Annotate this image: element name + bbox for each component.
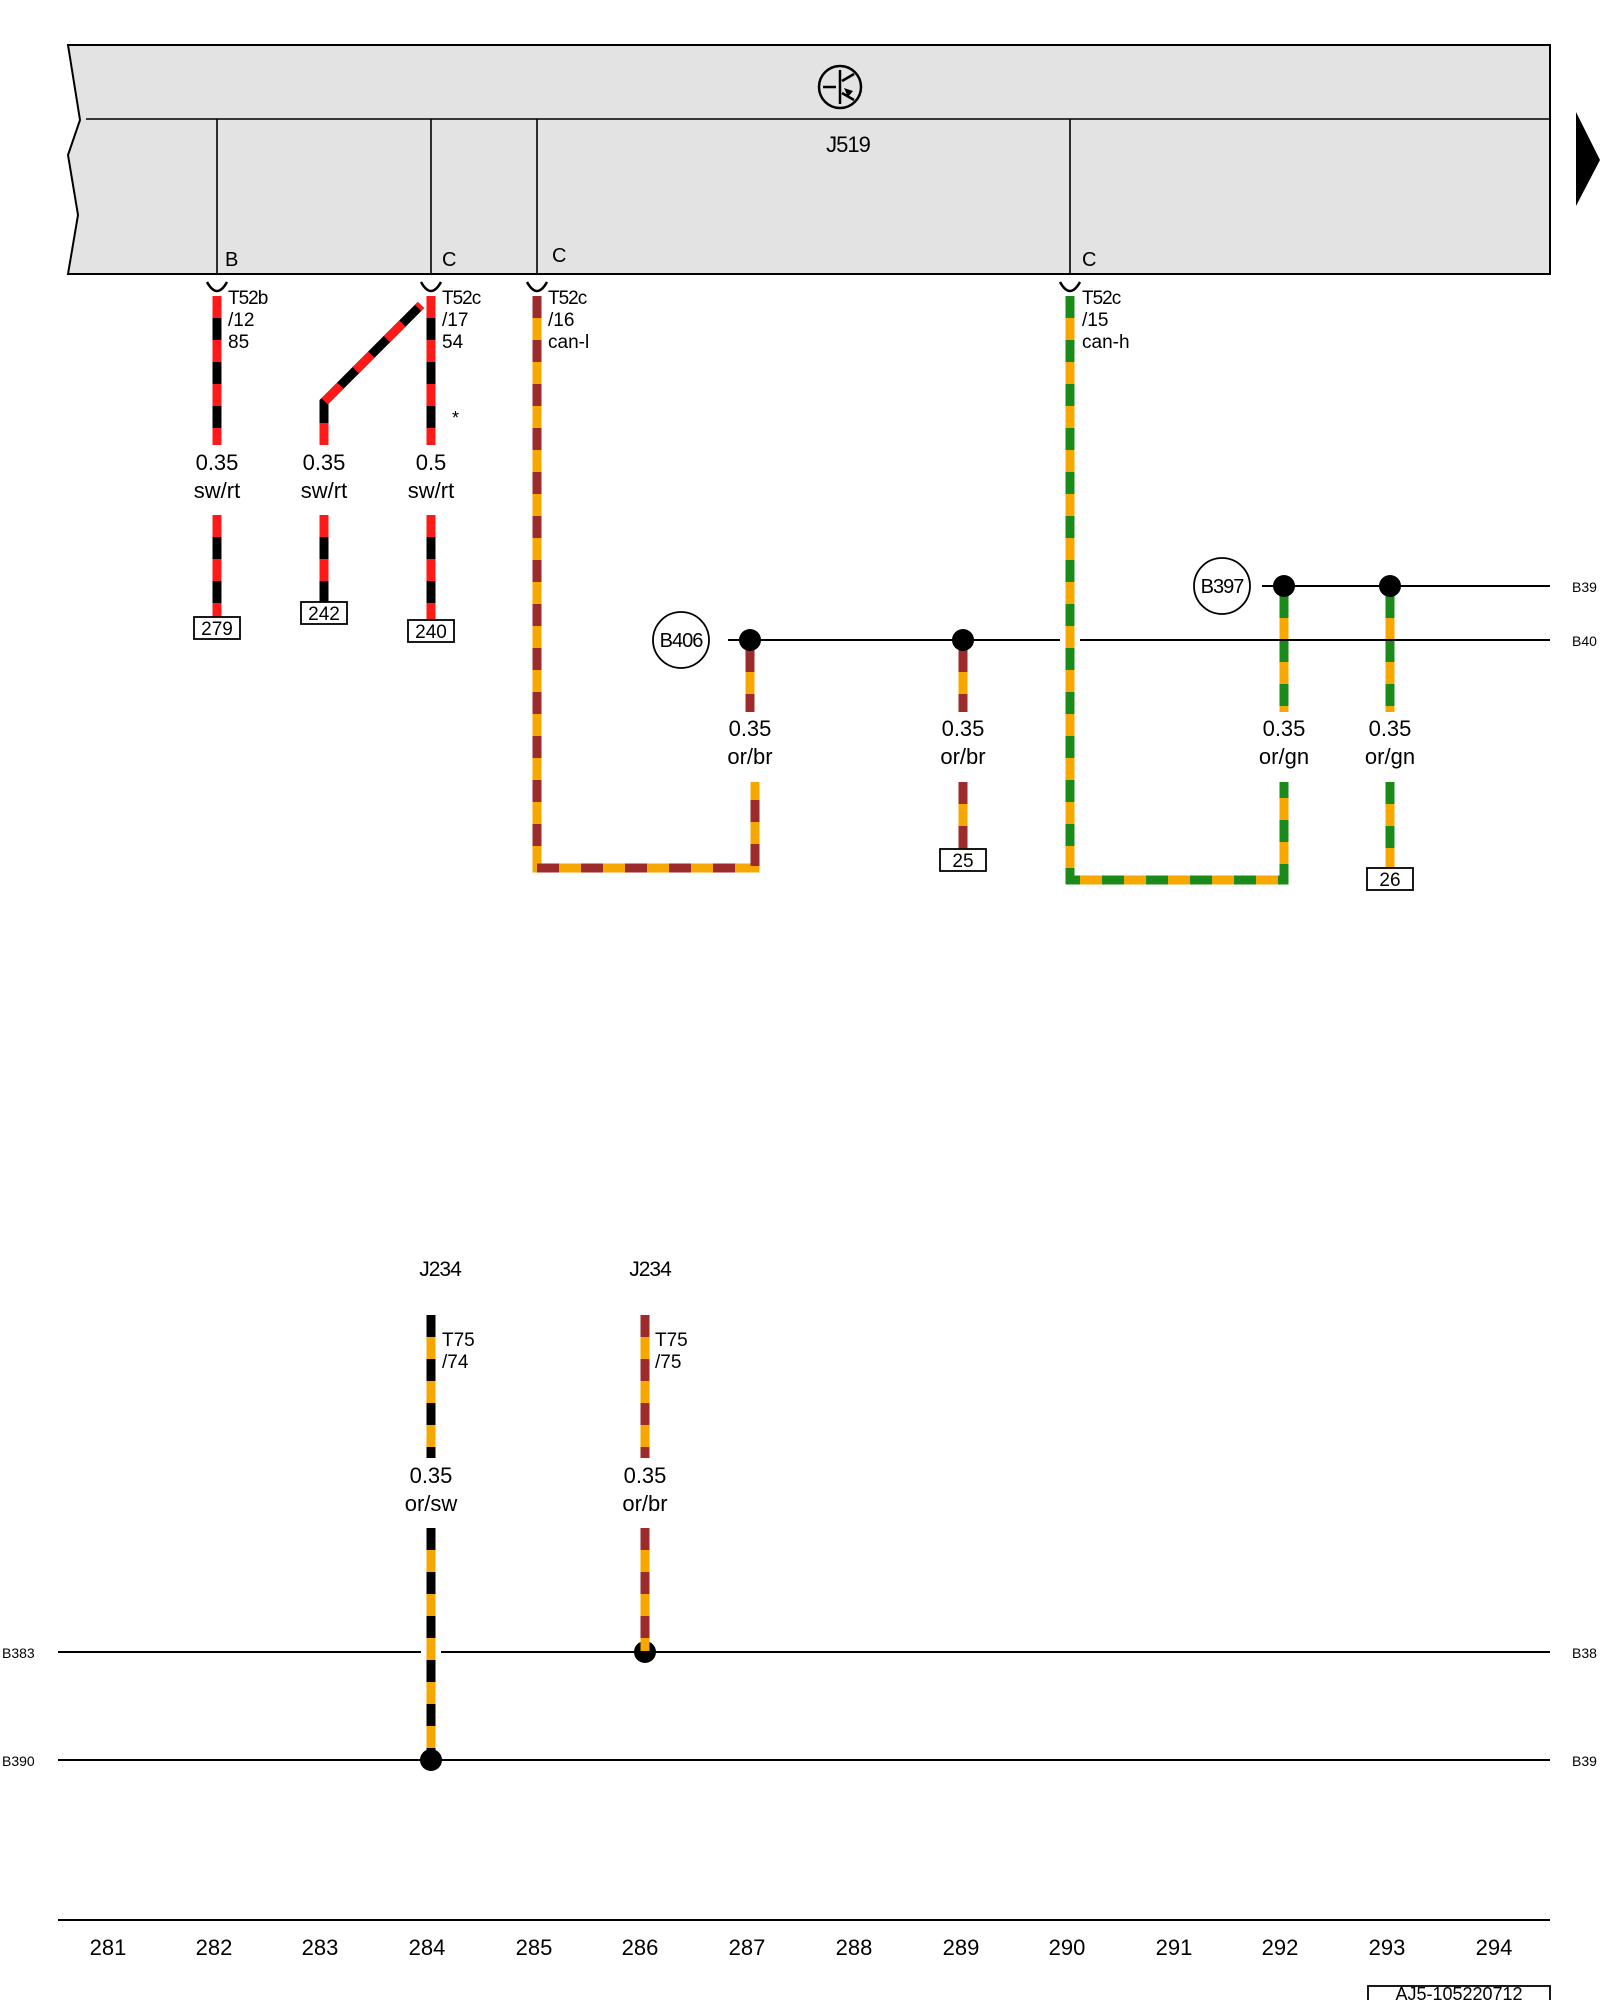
wire-gauge: 0.35 bbox=[1369, 716, 1412, 741]
scale-number: 289 bbox=[943, 1935, 980, 1960]
bus-lines bbox=[728, 585, 1550, 641]
wire-gauge: 0.35 bbox=[729, 716, 772, 741]
scale-number: 287 bbox=[729, 1935, 766, 1960]
wire-gauge: 0.35 bbox=[624, 1463, 667, 1488]
connector-pin: /75 bbox=[655, 1352, 681, 1373]
bus-edge-label: B39 bbox=[1572, 579, 1597, 595]
pin-symbol-icon bbox=[525, 281, 549, 293]
connector-id: T52c bbox=[1082, 288, 1121, 309]
scale-number: 281 bbox=[90, 1935, 127, 1960]
wire-gauge: 0.35 bbox=[1263, 716, 1306, 741]
scale-number: 286 bbox=[622, 1935, 659, 1960]
wire-gauge: 0.35 bbox=[303, 450, 346, 475]
connector-term: 85 bbox=[228, 332, 249, 353]
scale-numbers: 281 282 283 284 285 286 287 288 289 290 … bbox=[90, 1935, 1513, 1960]
wire-color: or/br bbox=[622, 1491, 667, 1516]
pin-symbol-icon bbox=[419, 281, 443, 293]
ref-box-label: 279 bbox=[201, 619, 233, 640]
pin-symbol-icon bbox=[205, 281, 229, 293]
wire-can-h bbox=[1065, 296, 1289, 885]
wire-color: sw/rt bbox=[194, 478, 240, 503]
bus-edge-label: B390 bbox=[2, 1753, 35, 1769]
wire-color: or/sw bbox=[405, 1491, 458, 1516]
bus-edge-label: B38 bbox=[1572, 1645, 1597, 1661]
module-j519: J519 bbox=[66, 44, 1600, 275]
connector-term: 54 bbox=[442, 332, 464, 353]
scale-number: 293 bbox=[1369, 1935, 1406, 1960]
ecu-symbol-icon bbox=[817, 64, 863, 110]
connector-id: T52b bbox=[228, 288, 268, 309]
component-label: J234 bbox=[419, 1258, 462, 1281]
scale-number: 288 bbox=[836, 1935, 873, 1960]
connector-pin: /17 bbox=[442, 310, 468, 331]
lower-bus-lines bbox=[58, 1651, 1550, 1761]
connector-id: T52c bbox=[442, 288, 481, 309]
connector-pin: /15 bbox=[1082, 310, 1108, 331]
wire-gauge: 0.35 bbox=[942, 716, 985, 741]
wire-note: * bbox=[452, 408, 459, 428]
splice-b406: B406 bbox=[652, 611, 710, 669]
junction-dots bbox=[420, 575, 1401, 1771]
module-box bbox=[66, 44, 1551, 275]
scale-number: 285 bbox=[516, 1935, 553, 1960]
pin-symbol-icon bbox=[1058, 281, 1082, 293]
lower-wire-labels: 0.35 or/sw 0.35 or/br bbox=[405, 1463, 668, 1516]
scale-number: 290 bbox=[1049, 1935, 1086, 1960]
splice-label: B397 bbox=[1201, 576, 1245, 598]
wire-color: sw/rt bbox=[408, 478, 454, 503]
lower-connector-labels: T75 /74 T75 /75 bbox=[442, 1330, 688, 1373]
scale-number: 294 bbox=[1476, 1935, 1513, 1960]
wire-gauge: 0.35 bbox=[410, 1463, 453, 1488]
top-wires bbox=[212, 296, 1395, 885]
connector-pin: /16 bbox=[548, 310, 574, 331]
wire-color: or/br bbox=[727, 744, 772, 769]
doc-id: AJ5-105220712 bbox=[1395, 1984, 1522, 2000]
ref-box-label: 242 bbox=[308, 604, 340, 625]
scale-number: 283 bbox=[302, 1935, 339, 1960]
bus-edge-label: B40 bbox=[1572, 633, 1597, 649]
wire-gauge: 0.35 bbox=[196, 450, 239, 475]
scale-number: 292 bbox=[1262, 1935, 1299, 1960]
ref-box-label: 25 bbox=[952, 851, 973, 872]
connector-term: can-l bbox=[548, 332, 589, 353]
module-name: J519 bbox=[826, 132, 870, 157]
ref-box-label: 26 bbox=[1379, 870, 1400, 891]
reference-boxes: 279 242 240 25 26 bbox=[193, 601, 1414, 891]
scale-number: 284 bbox=[409, 1935, 446, 1960]
wire-color: or/gn bbox=[1365, 744, 1415, 769]
module-internal-lines bbox=[216, 119, 1071, 274]
bus-edge-label: B39 bbox=[1572, 1753, 1597, 1769]
component-label: J234 bbox=[629, 1258, 672, 1281]
pin-letter: C bbox=[1082, 249, 1096, 271]
connector-pin: /12 bbox=[228, 310, 254, 331]
wire-283 bbox=[319, 301, 425, 604]
wire-color: sw/rt bbox=[301, 478, 347, 503]
connector-id: T52c bbox=[548, 288, 587, 309]
connector-term: can-h bbox=[1082, 332, 1130, 353]
wire-can-l bbox=[532, 296, 760, 873]
scale-number: 291 bbox=[1156, 1935, 1193, 1960]
connector-pin: /74 bbox=[442, 1352, 469, 1373]
splice-b397: B397 bbox=[1193, 557, 1251, 615]
wire-labels: 0.35 sw/rt 0.35 sw/rt 0.5 sw/rt 0.35 or/… bbox=[194, 450, 1415, 769]
splice-label: B406 bbox=[660, 630, 704, 652]
doc-id-box bbox=[1367, 1985, 1551, 2000]
bus-edge-label: B383 bbox=[2, 1645, 35, 1661]
scale-number: 282 bbox=[196, 1935, 233, 1960]
connector-labels: T52b /12 85 T52c /17 54 * T52c /16 can-l… bbox=[228, 288, 1130, 428]
wire-color: or/br bbox=[940, 744, 985, 769]
ref-box-label: 240 bbox=[415, 622, 447, 643]
wire-gauge: 0.5 bbox=[416, 450, 447, 475]
pin-letter: B bbox=[225, 249, 238, 271]
continue-arrow-icon bbox=[1576, 112, 1600, 206]
pin-letter: C bbox=[442, 249, 456, 271]
lower-wires bbox=[426, 1315, 650, 1760]
connector-id: T75 bbox=[655, 1330, 688, 1351]
connector-pins bbox=[205, 281, 1082, 293]
connector-id: T75 bbox=[442, 1330, 475, 1351]
wire-color: or/gn bbox=[1259, 744, 1309, 769]
pin-letter: C bbox=[552, 245, 566, 267]
